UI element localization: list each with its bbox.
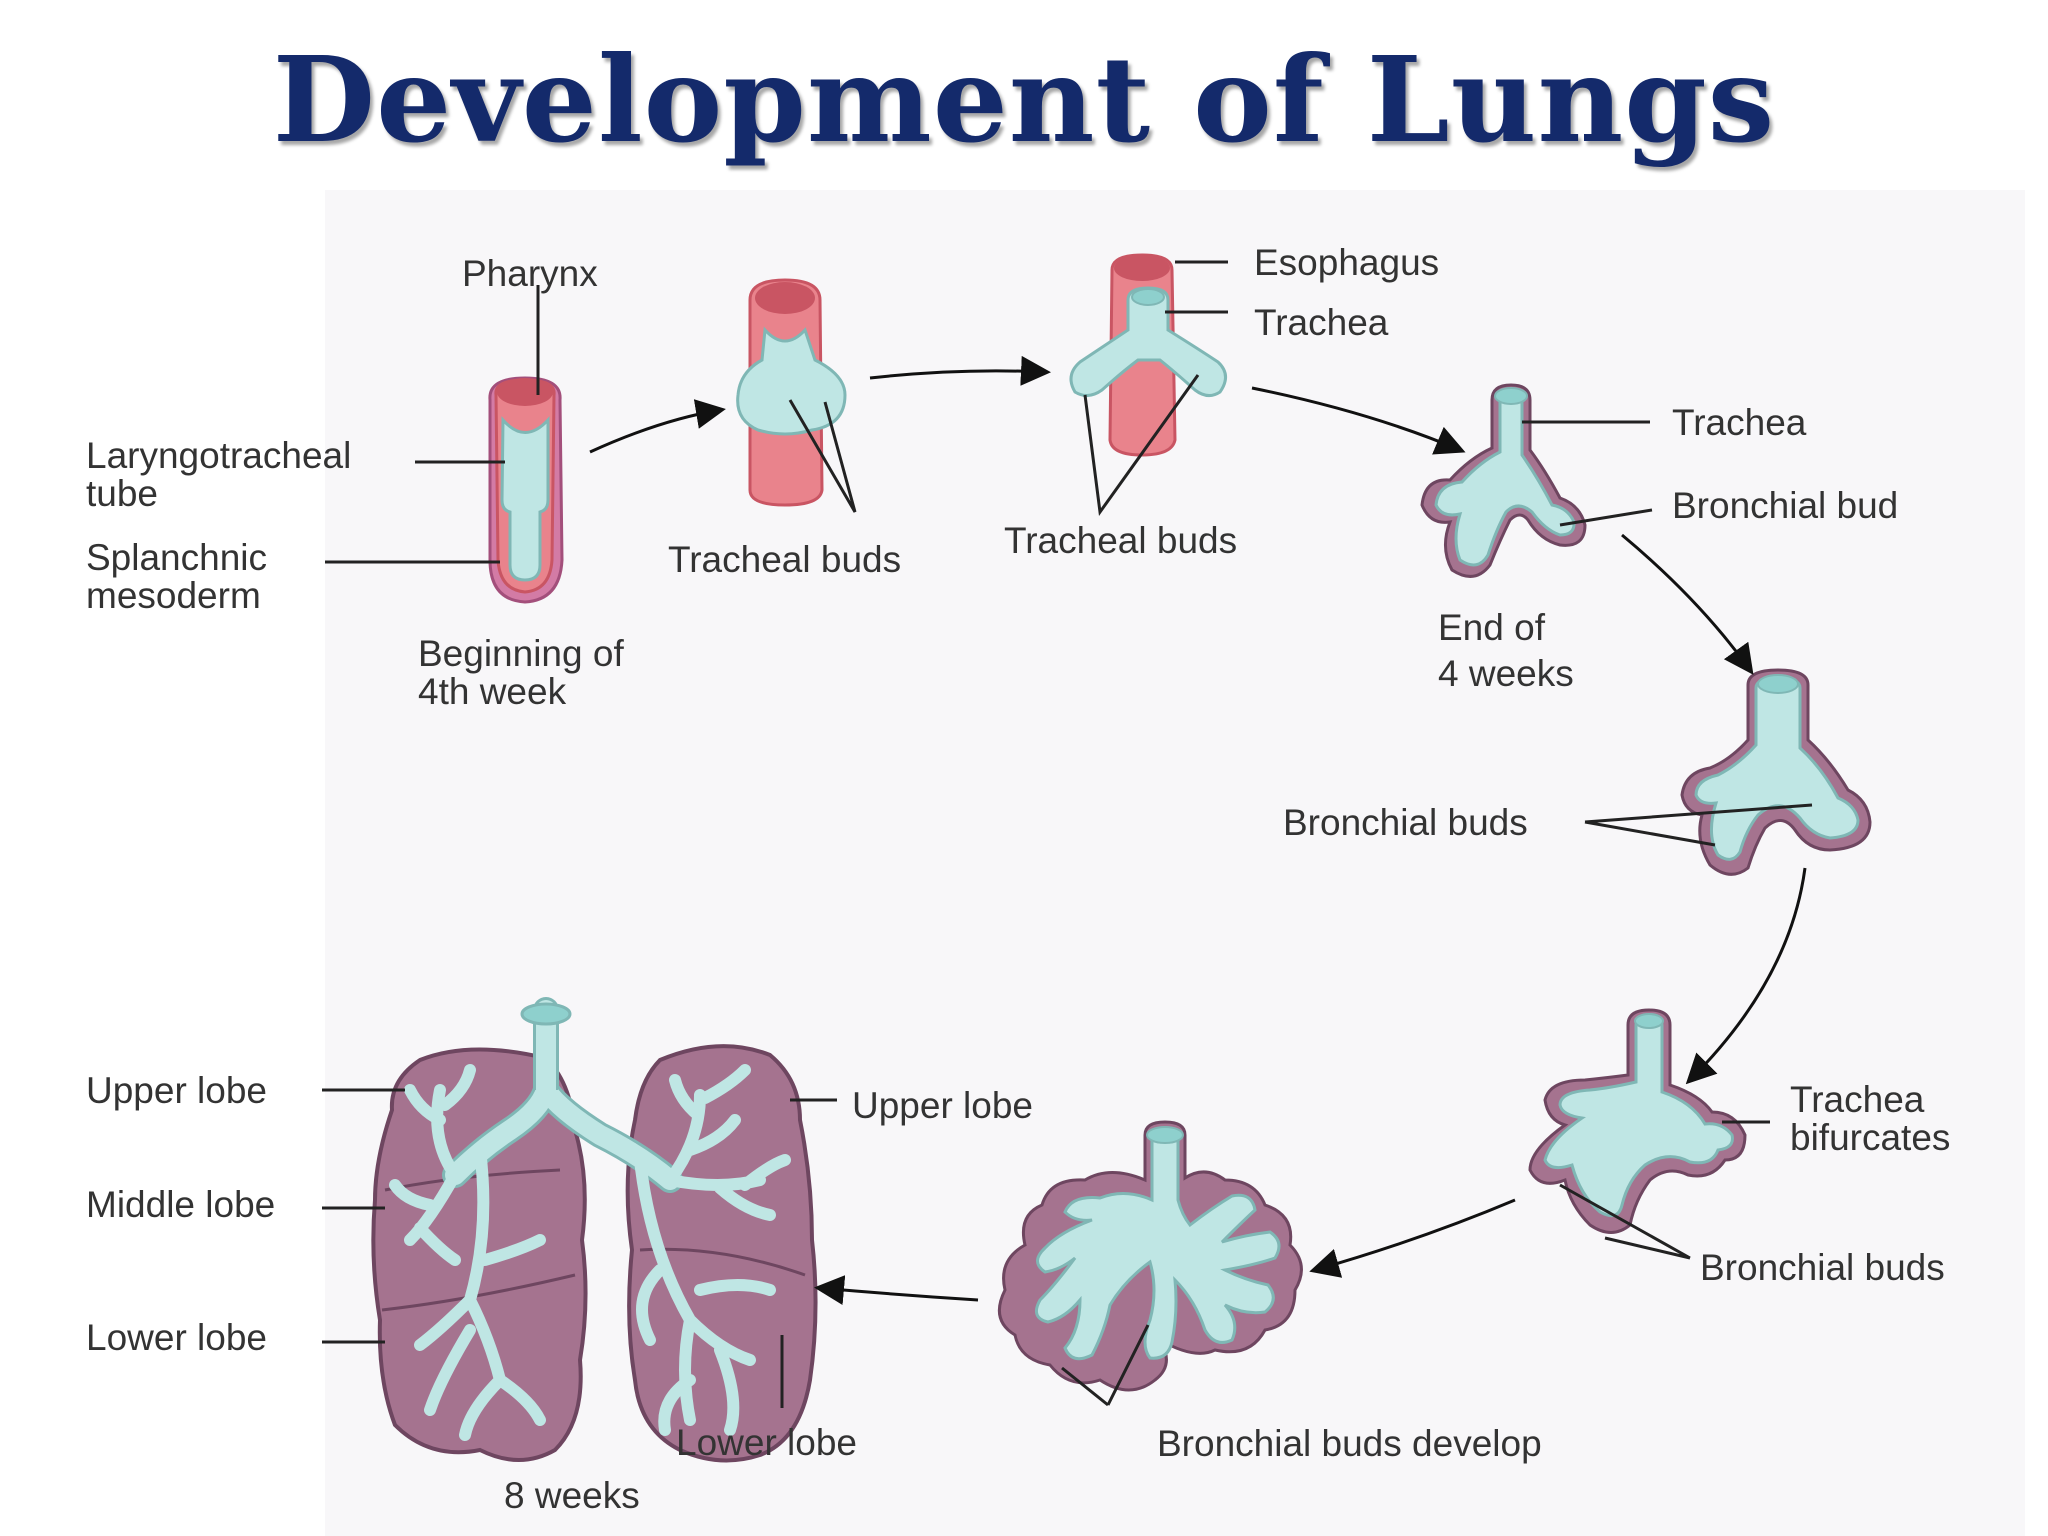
label-pharynx: Pharynx	[462, 253, 598, 294]
label-lower-lobe-right: Lower lobe	[676, 1422, 857, 1463]
label-trachea-b: Trachea	[1672, 402, 1807, 443]
arrow-6	[1309, 1198, 1516, 1278]
label-laryngotracheal-1: Laryngotracheal	[86, 435, 351, 476]
bronchial-tree	[389, 1064, 791, 1441]
label-upper-lobe-right: Upper lobe	[852, 1085, 1033, 1126]
arrow-5	[1685, 867, 1807, 1085]
stage-4-bronchial-bud	[1420, 383, 1587, 578]
label-beginning-2: 4th week	[418, 671, 567, 712]
arrow-3	[1251, 386, 1466, 455]
label-end-of-2: 4 weeks	[1438, 653, 1574, 694]
label-bronchial-bud: Bronchial bud	[1672, 485, 1898, 526]
label-trachea-bifurcates-2: bifurcates	[1790, 1117, 1950, 1158]
stage-2-tracheal-buds	[736, 278, 847, 507]
label-tracheal-buds-b: Tracheal buds	[1004, 520, 1237, 561]
label-tracheal-buds-a: Tracheal buds	[668, 539, 901, 580]
label-upper-lobe-left: Upper lobe	[86, 1070, 267, 1111]
stage-1-laryngotracheal-tube	[488, 376, 564, 604]
label-bronchial-buds-b: Bronchial buds	[1700, 1247, 1945, 1288]
label-8-weeks: 8 weeks	[504, 1475, 640, 1516]
slide-title: Development of Lungs	[272, 30, 1776, 169]
sequence-arrows	[589, 355, 1807, 1306]
leader-lines	[322, 260, 1813, 1408]
arrow-1	[589, 399, 726, 454]
label-esophagus: Esophagus	[1254, 242, 1439, 283]
labels: Pharynx Laryngotracheal tube Splanchnic …	[86, 242, 1950, 1516]
label-beginning-1: Beginning of	[418, 633, 624, 674]
label-middle-lobe: Middle lobe	[86, 1184, 275, 1225]
label-lower-lobe-left: Lower lobe	[86, 1317, 267, 1358]
label-bronchial-buds-develop: Bronchial buds develop	[1157, 1423, 1542, 1464]
arrow-2	[869, 355, 1051, 386]
label-splanchnic-1: Splanchnic	[86, 537, 267, 578]
stage-6-trachea-bifurcates	[1528, 1008, 1747, 1234]
stage-7-bronchial-buds-develop	[997, 1120, 1303, 1392]
label-laryngotracheal-2: tube	[86, 473, 158, 514]
label-end-of-1: End of	[1438, 607, 1546, 648]
stage-8-lungs-8-weeks	[371, 997, 818, 1463]
stage-5-bronchial-buds	[1680, 668, 1872, 876]
label-trachea-a: Trachea	[1254, 302, 1389, 343]
label-trachea-bifurcates-1: Trachea	[1790, 1079, 1925, 1120]
stage-3-esophagus-trachea	[1069, 253, 1227, 457]
label-splanchnic-2: mesoderm	[86, 575, 261, 616]
label-bronchial-buds-a: Bronchial buds	[1283, 802, 1528, 843]
arrow-7	[814, 1275, 979, 1306]
arrow-4	[1621, 533, 1754, 675]
bronchial-tree-outline	[534, 1015, 558, 1090]
